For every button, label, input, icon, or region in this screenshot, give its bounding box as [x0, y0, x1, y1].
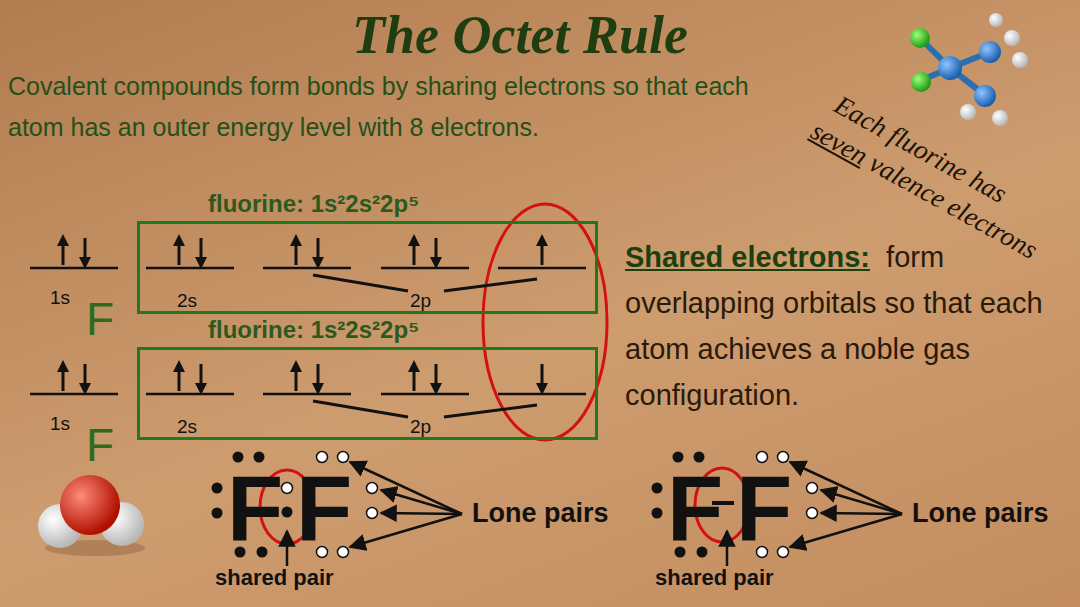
subshell-label: 2s — [177, 416, 197, 438]
leader-arrow — [821, 490, 902, 514]
lone-pair-label: Lone pairs — [472, 498, 609, 529]
molecule-model — [910, 13, 1028, 126]
leader-arrow — [821, 513, 902, 514]
arrow-head — [312, 257, 324, 269]
arrow-head — [536, 234, 548, 246]
leader-arrow — [381, 513, 462, 514]
configuration-heading: fluorine: 1s²2s²2p⁵ — [208, 190, 419, 218]
arrow-head — [290, 360, 302, 372]
lewis-dots — [212, 452, 378, 558]
orbital-line — [146, 393, 234, 396]
arrow-head — [195, 383, 207, 395]
orbital-line — [263, 267, 351, 270]
orbital-line — [30, 267, 118, 270]
bracket-line — [444, 405, 537, 417]
electron-dot — [652, 508, 663, 519]
arrow-head — [79, 257, 91, 269]
orbital-line — [146, 267, 234, 270]
orbital-line — [381, 267, 469, 270]
highlight-ellipse — [483, 204, 607, 440]
shared-pair-label: shared pair — [655, 565, 774, 591]
leader-lines — [287, 462, 902, 566]
element-symbol: F — [86, 418, 114, 472]
electron-dot — [212, 508, 223, 519]
orbital-diagram — [30, 234, 586, 417]
arrow-head — [430, 257, 442, 269]
arrow-head — [430, 383, 442, 395]
leader-arrow — [381, 490, 462, 514]
electron-dot — [367, 483, 378, 494]
leader-arrow — [350, 514, 462, 547]
leader-arrow — [726, 531, 729, 566]
bracket-line — [444, 279, 537, 291]
arrow-head — [195, 257, 207, 269]
leader-arrow — [790, 462, 902, 514]
atom-symbol: F — [736, 462, 792, 554]
water-model — [38, 475, 145, 556]
definition-block: Shared electrons: form overlapping orbit… — [625, 234, 1070, 418]
arrow-head — [290, 234, 302, 246]
electron-dot — [807, 508, 818, 519]
arrow-head — [173, 234, 185, 246]
electron-dot — [317, 452, 328, 463]
bracket-line — [313, 275, 408, 291]
element-symbol: F — [86, 292, 114, 346]
leader-arrow — [790, 514, 902, 547]
arrow-head — [408, 360, 420, 372]
handwritten-note: Each fluorine hasseven valence electrons — [805, 84, 1060, 267]
arrow-head — [408, 234, 420, 246]
orbital-box: fluorine: 1s²2s²2p⁵2s2p — [137, 347, 598, 440]
orbital-line — [498, 267, 586, 270]
subshell-label: 1s — [50, 413, 70, 435]
electron-dot — [807, 483, 818, 494]
lone-pair-label: Lone pairs — [912, 498, 1049, 529]
arrow-head — [536, 383, 548, 395]
electron-dot — [778, 452, 789, 463]
orbital-box: fluorine: 1s²2s²2p⁵2s2p — [137, 221, 598, 314]
electron-dot — [757, 452, 768, 463]
title: The Octet Rule — [0, 4, 1040, 66]
shared-pair-label: shared pair — [215, 565, 334, 591]
space — [870, 241, 886, 273]
arrow-head — [57, 234, 69, 246]
arrow-head — [173, 360, 185, 372]
electron-dot — [254, 452, 265, 463]
electron-dot — [338, 452, 349, 463]
arrow-head — [57, 360, 69, 372]
atom-symbol: F — [667, 462, 723, 554]
intro-text: Covalent compounds form bonds by sharing… — [8, 66, 798, 148]
subshell-label: 2s — [177, 290, 197, 312]
leader-arrow — [286, 531, 289, 566]
electron-dot — [212, 483, 223, 494]
lewis-dots — [652, 452, 818, 558]
arrow-head — [79, 383, 91, 395]
atom-symbol: F — [296, 462, 352, 554]
definition-term: Shared electrons: — [625, 241, 870, 273]
subshell-label: 1s — [50, 287, 70, 309]
bracket-line — [313, 401, 408, 417]
electron-dot — [367, 508, 378, 519]
atom-symbol: F — [227, 462, 283, 554]
electron-dot — [233, 452, 244, 463]
orbital-line — [30, 393, 118, 396]
configuration-heading: fluorine: 1s²2s²2p⁵ — [208, 316, 419, 344]
subshell-label: 2p — [410, 416, 431, 438]
electron-dot — [652, 483, 663, 494]
arrow-head — [312, 383, 324, 395]
orbital-line — [263, 393, 351, 396]
electron-dot — [673, 452, 684, 463]
electron-dot — [694, 452, 705, 463]
orbital-line — [381, 393, 469, 396]
subshell-label: 2p — [410, 290, 431, 312]
leader-arrow — [350, 462, 462, 514]
